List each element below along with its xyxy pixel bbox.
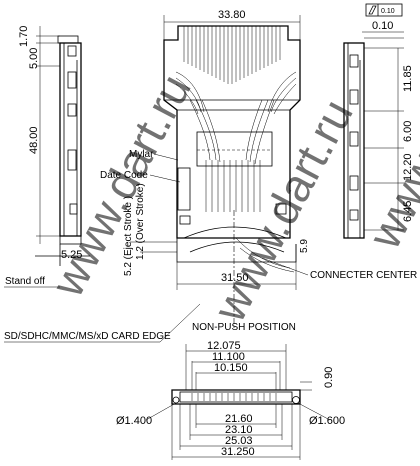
flatness-value: 0.10 (381, 8, 395, 15)
dim-25-03: 25.03 (225, 435, 253, 447)
stand-off-label: Stand off (5, 276, 45, 287)
watermark-text: www.dart.ru (202, 91, 362, 331)
eject-stroke-label: 5.2 (Eject Stroke ) (123, 196, 134, 276)
dim-23-10: 23.10 (225, 424, 253, 436)
dim-6-00: 6.00 (402, 121, 414, 142)
non-push-label: NON-PUSH POSITION (192, 322, 296, 333)
dim-11-85: 11.85 (402, 65, 414, 92)
dim-12-20: 12.20 (402, 153, 414, 181)
dim-1-70: 1.70 (18, 26, 30, 47)
over-stroke-label: 1.2 (Over Stroke) (135, 183, 146, 260)
dim-48-00: 48.00 (28, 126, 40, 154)
dim-21-60: 21.60 (225, 413, 253, 425)
terminal-pins (175, 26, 297, 212)
dim-5-25: 5.25 (61, 249, 82, 261)
dim-0-90: 0.90 (323, 367, 335, 388)
dim-12-075: 12.075 (207, 340, 241, 352)
mylar-label: Mylar (129, 149, 154, 160)
front-view (145, 344, 331, 460)
top-view (130, 15, 301, 330)
dim-33-80: 33.80 (218, 9, 246, 21)
flatness-symbol: 0.10 (365, 3, 403, 17)
dim-31-50: 31.50 (221, 272, 249, 284)
right-side-view (343, 31, 404, 239)
dim-0-10: 0.10 (372, 20, 393, 32)
dim-31-250: 31.250 (221, 446, 255, 458)
dim-5-00: 5.00 (28, 48, 40, 69)
front-contacts (191, 393, 277, 401)
dim-5-9: 5.9 (299, 239, 310, 253)
card-edge-label: SD/SDHC/MMC/MS/xD CARD EDGE (4, 331, 171, 342)
dim-6-45: 6.45 (402, 201, 414, 222)
dim-10-150: 10.150 (214, 362, 248, 374)
date-code-label: Date Code (100, 170, 148, 181)
dim-11-100: 11.100 (212, 351, 245, 363)
left-side-view (35, 26, 90, 266)
hole-right-diameter: Ø1.600 (309, 415, 345, 427)
connecter-center-label: CONNECTER CENTER (310, 270, 417, 281)
hole-left-diameter: Ø1.400 (116, 415, 152, 427)
